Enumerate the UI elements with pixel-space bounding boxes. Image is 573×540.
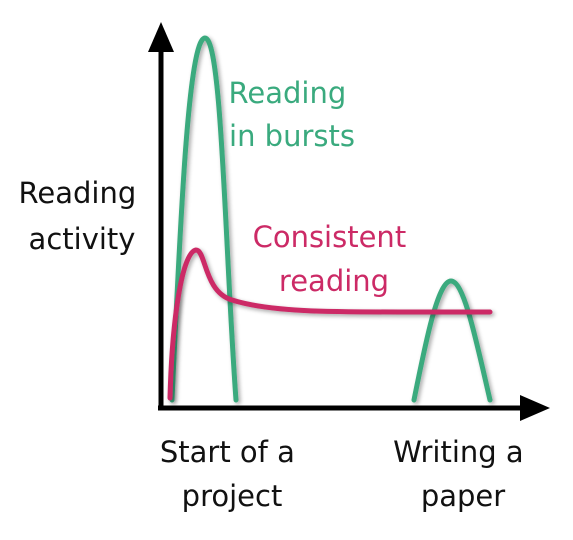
y-axis-label: Reading activity: [19, 176, 146, 256]
x-tick-end: Writing a paper: [393, 435, 533, 513]
bursts-curves: [169, 35, 493, 403]
axes: [148, 22, 550, 421]
x-axis-arrow-icon: [520, 395, 550, 421]
bursts-curve-writing: [411, 278, 493, 403]
bursts-label: Reading in bursts: [229, 76, 356, 153]
y-axis-arrow-icon: [148, 22, 174, 52]
x-tick-start: Start of a project: [160, 435, 304, 513]
consistent-label: Consistent reading: [253, 220, 416, 298]
consistent-reading-curve: [167, 247, 493, 401]
bursts-curve-start: [169, 35, 239, 403]
